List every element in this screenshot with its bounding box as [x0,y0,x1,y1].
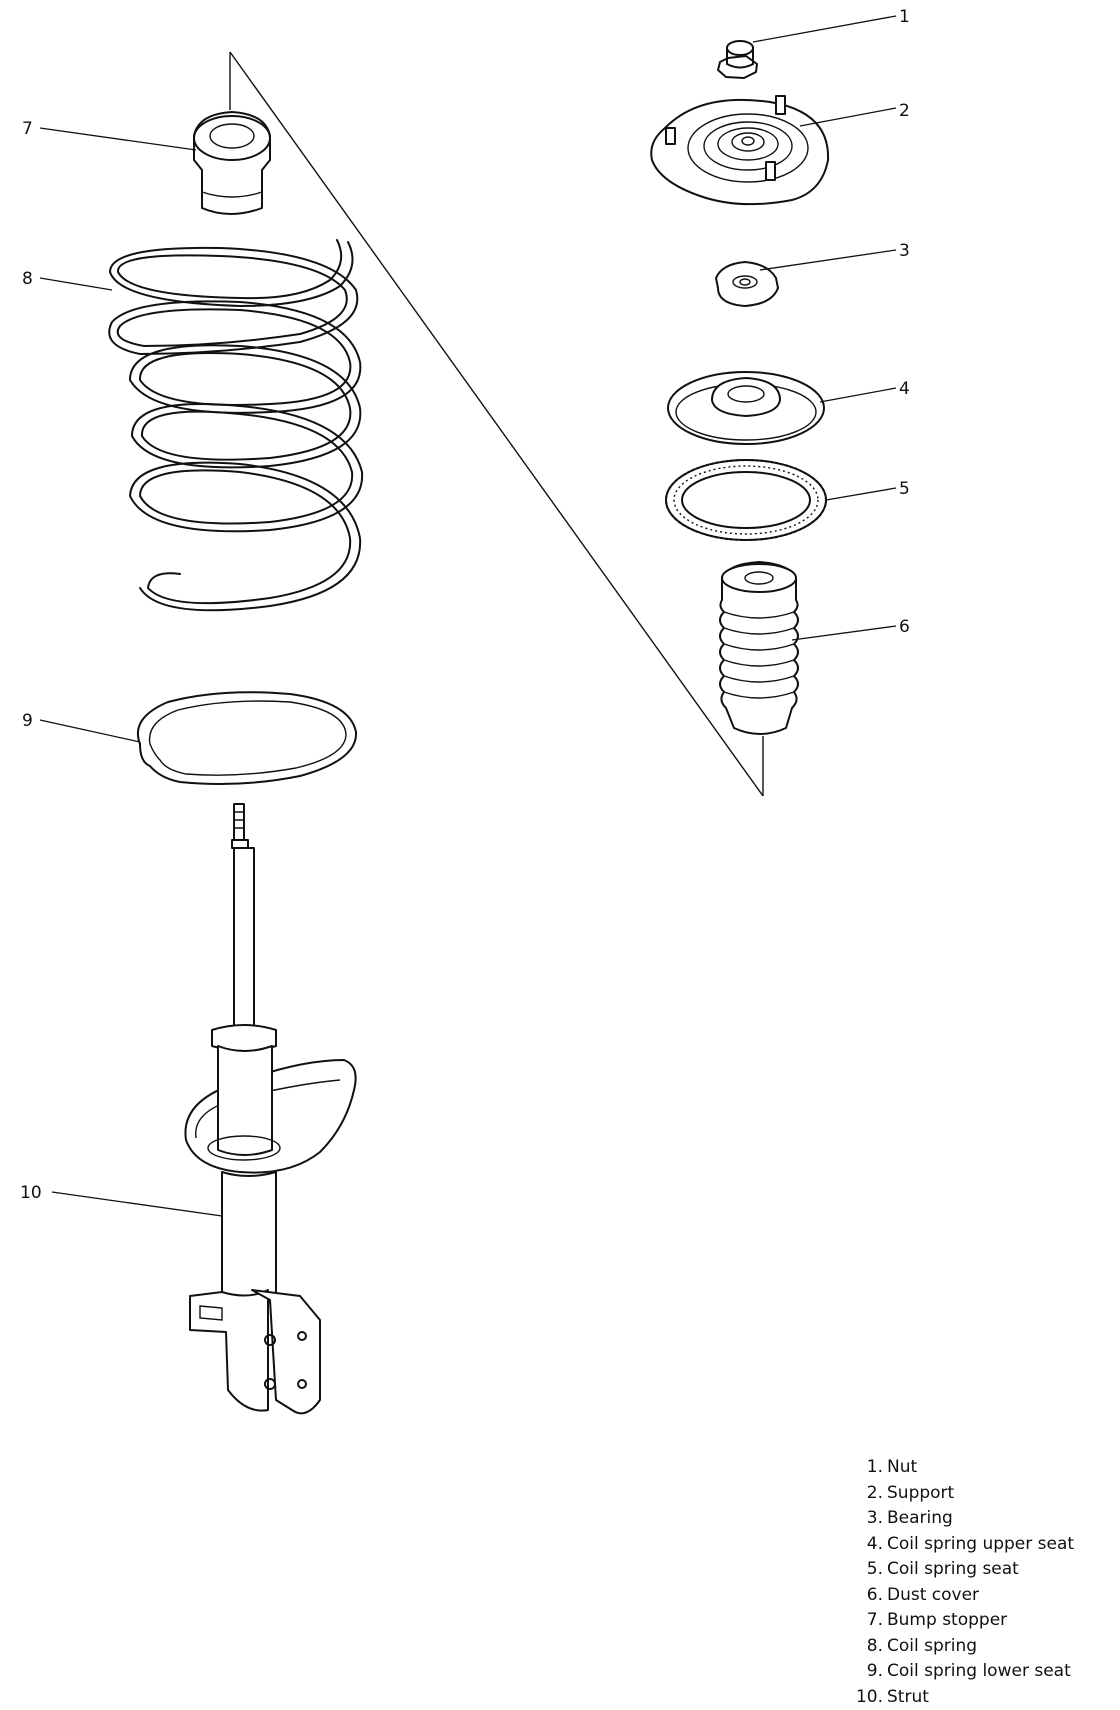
legend-item: 5.Coil spring seat [845,1557,1074,1583]
callout-8: 8 [22,269,33,289]
legend-item: 9.Coil spring lower seat [845,1659,1074,1685]
legend-item: 8.Coil spring [845,1634,1074,1660]
callout-1: 1 [899,7,910,27]
callout-9: 9 [22,711,33,731]
coil-spring-upper-seat-part [668,372,824,444]
legend-item: 6.Dust cover [845,1583,1074,1609]
legend-item: 7.Bump stopper [845,1608,1074,1634]
callout-6: 6 [899,617,910,637]
callout-3: 3 [899,241,910,261]
coil-spring-lower-seat-part [138,692,356,784]
support-part [651,96,828,204]
legend-item: 10.Strut [845,1685,1074,1710]
nut-part [718,41,757,78]
coil-spring-part [109,240,362,610]
bump-stopper-part [194,112,270,214]
legend-item: 2.Support [845,1481,1074,1507]
callout-4: 4 [899,379,910,399]
legend-item: 1.Nut [845,1455,1074,1481]
callout-10: 10 [20,1183,42,1203]
callout-5: 5 [899,479,910,499]
strut-part [185,804,355,1413]
callout-7: 7 [22,119,33,139]
parts-legend: 1.Nut 2.Support 3.Bearing 4.Coil spring … [845,1455,1074,1710]
callout-2: 2 [899,101,910,121]
dust-cover-part [720,562,798,734]
legend-item: 3.Bearing [845,1506,1074,1532]
legend-item: 4.Coil spring upper seat [845,1532,1074,1558]
coil-spring-seat-part [666,460,826,540]
